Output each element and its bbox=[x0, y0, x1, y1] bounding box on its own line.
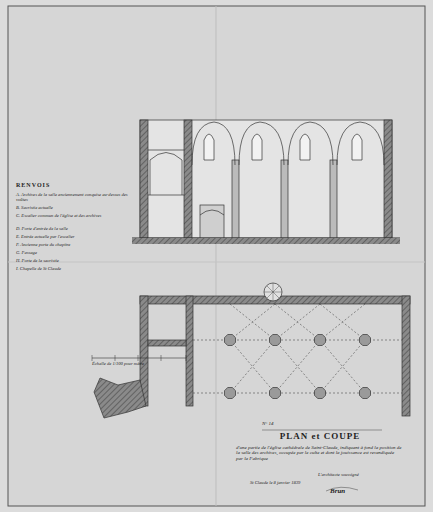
date-note: St Claude le 8 janvier 1839 bbox=[250, 481, 330, 486]
legend-entry: C. Escalier commun de l'église et des ar… bbox=[16, 214, 128, 219]
pier-octagon bbox=[270, 335, 281, 346]
pier-octagon bbox=[315, 388, 326, 399]
legend-entry: B. Sacristie actuelle bbox=[16, 206, 128, 211]
pier-octagon bbox=[225, 335, 236, 346]
pier-octagon bbox=[360, 335, 371, 346]
legend-entry: I. Chapelle de St Claude bbox=[16, 267, 128, 272]
signature-note: L'architecte soussigné bbox=[318, 473, 408, 478]
signature: Brun bbox=[330, 488, 370, 495]
pier-octagon bbox=[225, 388, 236, 399]
scale-label: Échelle de 1/100 pour mètre bbox=[92, 362, 192, 367]
legend-entry: A. Archives de la salle anciennement con… bbox=[16, 193, 128, 203]
drawing-caption: d'une partie de l'église cathédrale de S… bbox=[236, 445, 402, 461]
legend-heading: RENVOIS bbox=[16, 182, 126, 188]
pier-octagon bbox=[315, 335, 326, 346]
legend-entry: H. Porte de la sacristie bbox=[16, 259, 128, 264]
legend-entry: G. Passage bbox=[16, 251, 128, 256]
pier-octagon bbox=[360, 388, 371, 399]
drawing-title: PLAN et COUPE bbox=[250, 432, 390, 441]
pier-octagon bbox=[270, 388, 281, 399]
legend-entry: F. Ancienne porte du chapitre bbox=[16, 243, 128, 248]
sheet-number: N° 14 bbox=[262, 421, 322, 426]
legend-entry: D. Porte d'entrée de la salle bbox=[16, 227, 128, 232]
legend-entry: E. Entrée actuelle par l'escalier bbox=[16, 235, 128, 240]
